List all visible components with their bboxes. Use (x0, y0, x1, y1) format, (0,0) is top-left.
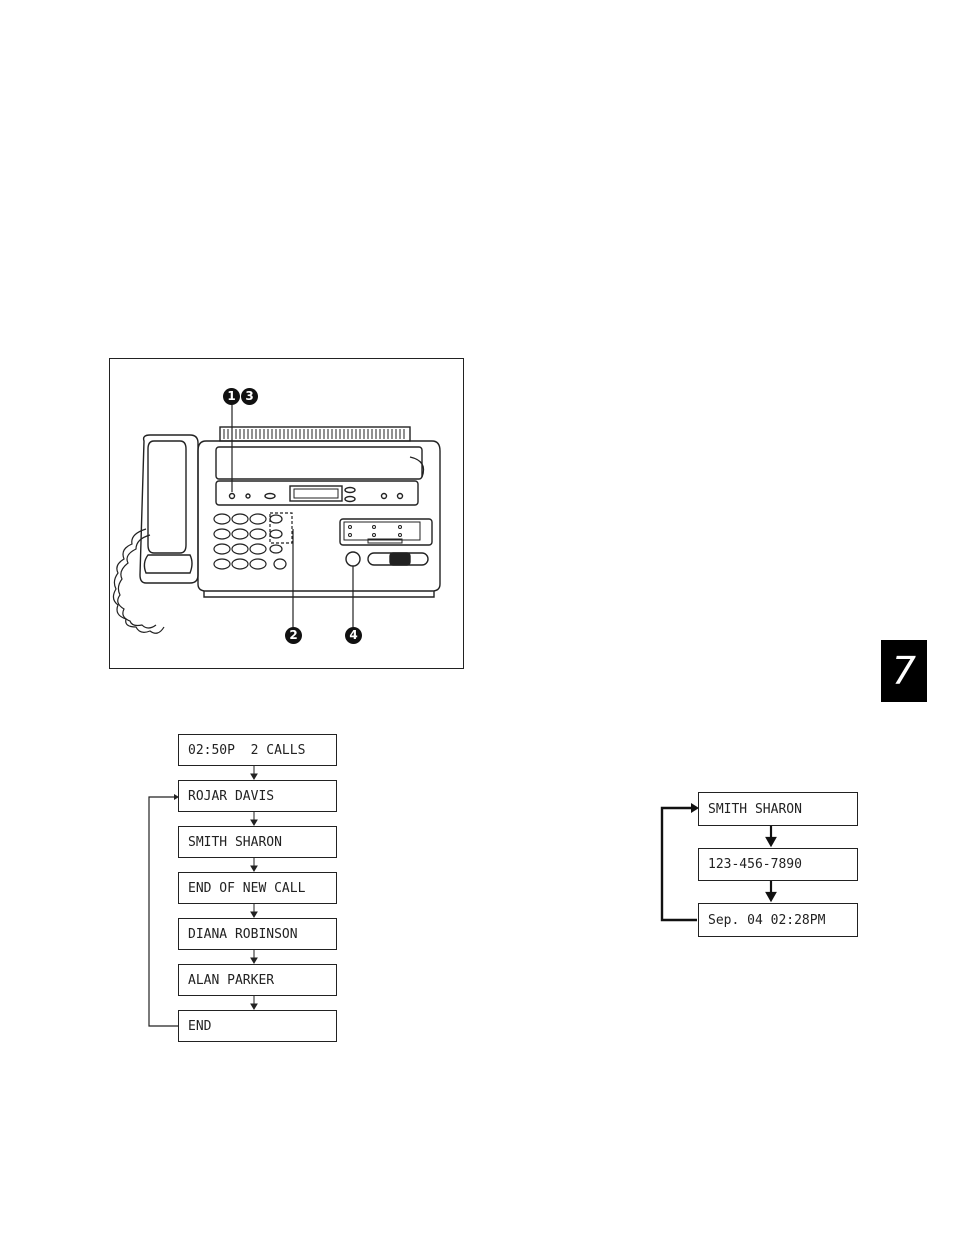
caller-display-name: SMITH SHARON (698, 792, 858, 826)
caller-display-number: 123-456-7890 (698, 848, 858, 881)
callout-4: 4 (345, 627, 362, 644)
callout-2: 2 (285, 627, 302, 644)
display-step-3: SMITH SHARON (178, 826, 337, 858)
display-step-4: END OF NEW CALL (178, 872, 337, 904)
fax-machine-illustration: 1 3 2 4 (109, 358, 464, 669)
display-step-1: 02:50P 2 CALLS (178, 734, 337, 766)
chapter-tab: 7 (881, 640, 927, 702)
display-step-5: DIANA ROBINSON (178, 918, 337, 950)
display-step-2: ROJAR DAVIS (178, 780, 337, 812)
callout-3: 3 (241, 388, 258, 405)
display-step-6: ALAN PARKER (178, 964, 337, 996)
callout-1: 1 (223, 388, 240, 405)
fax-machine-drawing (110, 359, 465, 670)
display-step-7: END (178, 1010, 337, 1042)
caller-display-datetime: Sep. 04 02:28PM (698, 903, 858, 937)
